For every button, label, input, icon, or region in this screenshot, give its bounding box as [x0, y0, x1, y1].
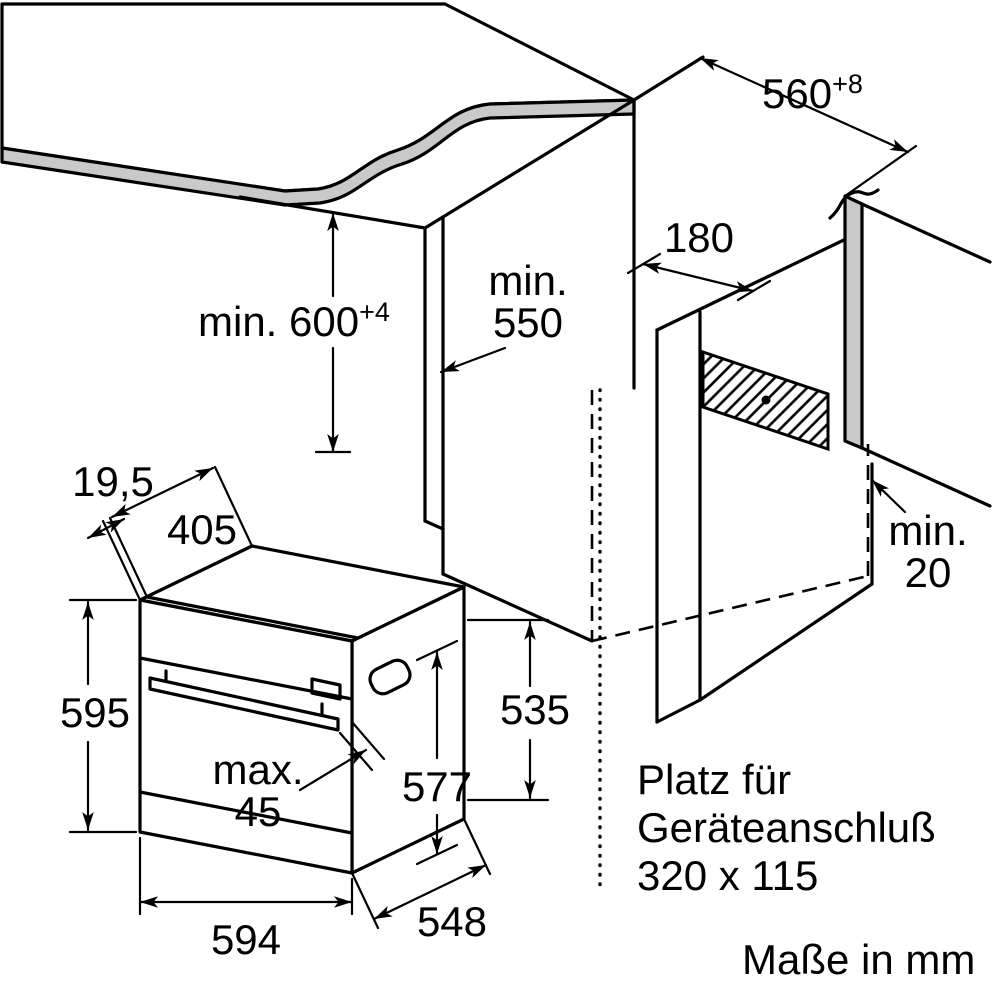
dim-depth: 577	[402, 639, 472, 866]
dim-top-depth-ext	[213, 465, 254, 548]
oven-handle	[148, 676, 340, 732]
dim-niche-height: min. 600+4	[198, 211, 390, 454]
wall-top-edge	[860, 202, 992, 264]
dim-rear-gap-leader	[870, 478, 907, 514]
dim-frame-depth: 19,5	[72, 458, 154, 602]
dim-width: 594	[138, 836, 354, 963]
dim-offset-arrow	[641, 262, 755, 293]
niche-floor-front-edge	[441, 572, 594, 643]
cabinet-top-edge	[632, 55, 705, 102]
dim-depth-label: 577	[402, 763, 472, 810]
dim-handle-ext-1	[350, 720, 386, 761]
panel-bottom-recede-edge	[698, 582, 874, 702]
connection-area-marker	[761, 395, 771, 405]
wall-bottom-edge	[860, 446, 992, 508]
annotations: Platz für Geräteanschluß 320 x 115 Maße …	[637, 756, 975, 983]
dim-handle-protrusion: max. 45	[212, 720, 386, 835]
dim-body-depth-label: 548	[417, 898, 487, 945]
dim-niche-height-label: min. 600+4	[198, 297, 390, 345]
oven-side-vent	[368, 658, 412, 696]
oven-display	[310, 677, 342, 701]
dim-niche-depth-leader	[439, 346, 507, 374]
oven-door-bottom-line	[138, 790, 354, 835]
dim-niche-width-arrow	[698, 56, 910, 154]
dim-top-depth-label: 405	[167, 506, 237, 553]
dim-frame-depth-label: 19,5	[72, 458, 154, 505]
dim-niche-depth-label-1: min.	[488, 257, 567, 304]
connection-note-line-1: Platz für	[637, 756, 791, 803]
oven-top-frame-line	[145, 595, 360, 640]
dim-handle-label-2: 45	[235, 788, 282, 835]
panel-bottom-edge	[655, 698, 702, 724]
dim-frame-depth-ext-1	[101, 519, 142, 602]
dim-offset-ext-right	[736, 279, 772, 302]
units-note: Maße in mm	[742, 936, 975, 983]
dim-connection-offset-label: 180	[664, 214, 734, 261]
dim-handle-leader	[298, 748, 368, 792]
dim-rear-height-label: 535	[500, 686, 570, 733]
dim-niche-width-label: 560+8	[762, 69, 863, 117]
dim-handle-label-1: max.	[212, 746, 303, 793]
dim-niche-width-ext	[843, 144, 918, 198]
niche-drawing: 560+8 min. 600+4 min. 550 180 min.	[0, 2, 992, 890]
connection-note-line-3: 320 x 115	[637, 852, 818, 899]
dim-rear-gap-label-2: 20	[905, 549, 952, 596]
opening-bottom-connector	[423, 519, 445, 531]
dim-niche-depth-label-2: 550	[493, 299, 563, 346]
dim-body-depth-arrow	[372, 863, 488, 921]
dim-rear-gap: min. 20	[870, 478, 968, 596]
dim-top-depth-arrow	[110, 466, 215, 519]
niche-hidden-edge-bottom	[591, 574, 869, 643]
dim-body-depth: 548	[350, 817, 492, 945]
dim-frame-depth-arrow	[86, 517, 126, 540]
dim-rear-height: 535	[466, 618, 570, 802]
opening-top-edge	[423, 98, 636, 230]
dim-niche-depth: min. 550	[439, 257, 568, 374]
wall-break-wave	[828, 188, 880, 220]
dim-front-height: 595	[60, 598, 138, 834]
dim-depth-tick-top	[415, 639, 459, 662]
dim-niche-width: 560+8	[698, 56, 918, 198]
dim-rear-gap-label-1: min.	[888, 507, 967, 554]
oven-control-panel-line	[138, 656, 354, 701]
dim-top-depth: 405	[110, 465, 254, 553]
wall-edge-band	[843, 194, 864, 450]
dim-connection-offset: 180	[626, 214, 772, 302]
connection-note-line-2: Geräteanschluß	[637, 804, 936, 851]
oven-drawing: 19,5 405 595 535	[60, 458, 570, 963]
dim-frame-depth-ext-2	[108, 516, 149, 599]
dim-front-height-label: 595	[60, 689, 130, 736]
dim-width-label: 594	[211, 916, 281, 963]
